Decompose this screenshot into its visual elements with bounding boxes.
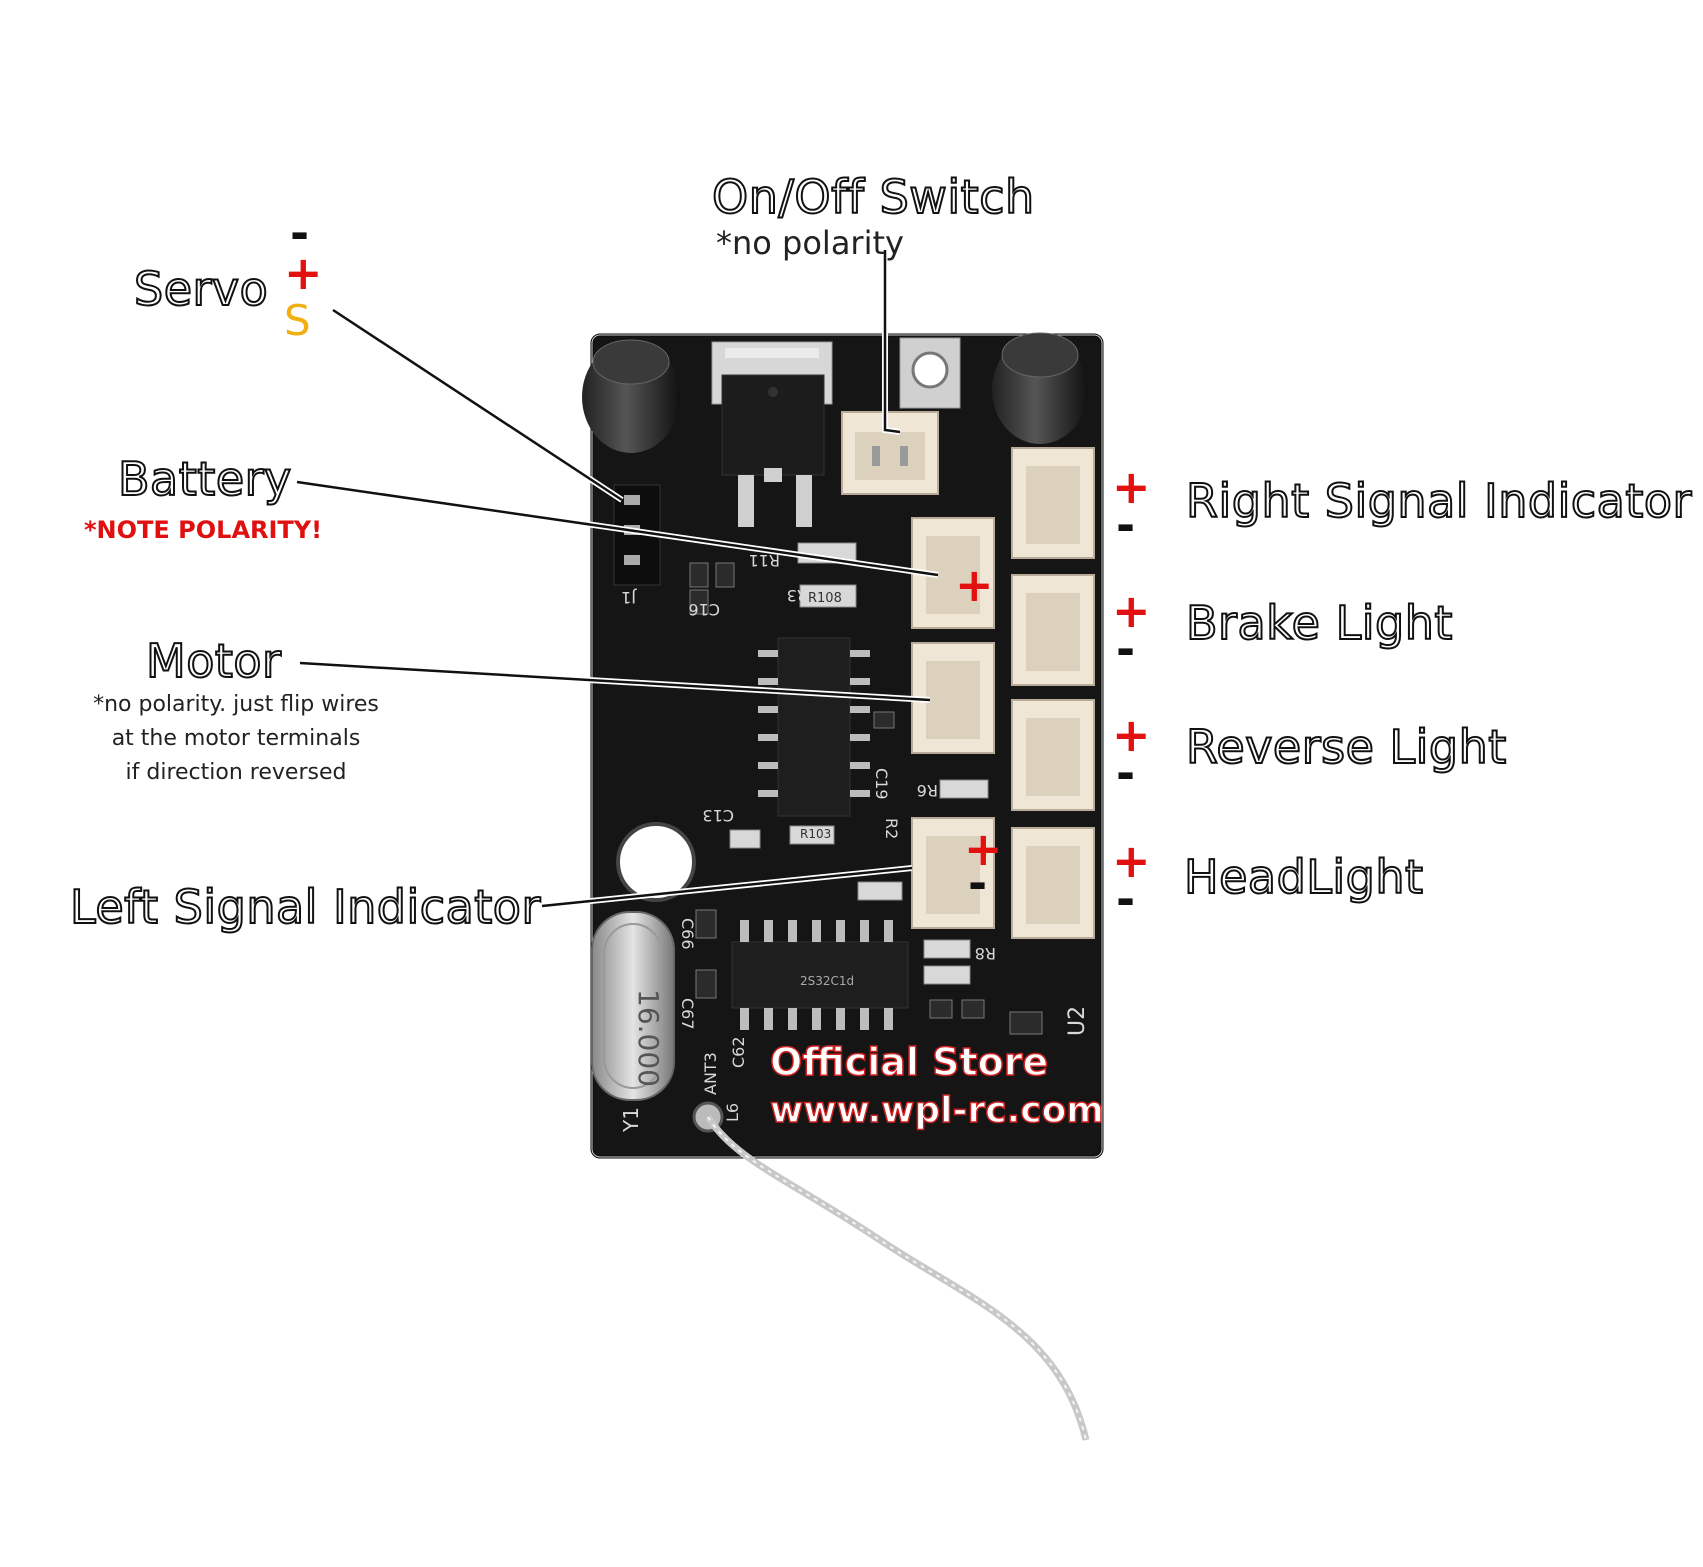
battery-warning: *NOTE POLARITY! [84, 516, 323, 544]
silk-u2: U2 [1065, 1006, 1090, 1036]
silk-r11: R11 [749, 551, 780, 570]
motor-label: Motor [145, 633, 282, 689]
battery-plus-symbol: + [955, 558, 994, 612]
silk-c16: C16 [688, 600, 720, 619]
left-signal-plus-symbol: + [964, 822, 1003, 876]
headlight-label: HeadLight [1183, 849, 1424, 905]
headlight-plus-symbol: + [1112, 834, 1151, 888]
crystal-oscillator [591, 911, 675, 1101]
silk-r103: R103 [800, 827, 831, 841]
servo-minus-symbol: - [290, 206, 310, 260]
reverse-light-label: Reverse Light [1185, 719, 1507, 775]
mounting-hole [616, 822, 696, 902]
silk-crystal: 16.000 [632, 989, 665, 1087]
servo-plus-symbol: + [284, 246, 323, 300]
silk-c66: C66 [678, 918, 697, 950]
silk-r8: R8 [975, 944, 996, 963]
motor-note-line1: *no polarity. just flip wires [93, 692, 379, 717]
silk-c13: C13 [702, 806, 734, 825]
reverse-plus-symbol: + [1112, 708, 1151, 762]
silk-r108: R108 [808, 591, 842, 606]
switch-note: *no polarity [716, 224, 904, 262]
switch-title: On/Off Switch [711, 169, 1035, 225]
reverse-minus-symbol: - [1116, 746, 1136, 800]
motor-note-line2: at the motor terminals [111, 726, 361, 751]
right-signal-plus-symbol: + [1112, 460, 1151, 514]
watermark-line2: www.wpl-rc.com [769, 1089, 1104, 1132]
battery-label: Battery [117, 451, 292, 507]
silk-j1: J1 [621, 588, 637, 607]
silk-l6: L6 [723, 1103, 742, 1122]
receiver-ic [731, 941, 909, 1009]
silk-c62: C62 [729, 1036, 748, 1068]
silk-c67: C67 [678, 998, 697, 1030]
motor-driver-ic [777, 637, 851, 817]
silk-ic: 2S32C1d [800, 974, 854, 988]
silk-r6: R6 [917, 781, 938, 800]
motor-note-line3: if direction reversed [125, 760, 347, 785]
watermark-line1: Official Store [769, 1039, 1049, 1085]
brake-minus-symbol: - [1116, 622, 1136, 676]
right-signal-label: Right Signal Indicator [1185, 473, 1692, 529]
left-signal-label: Left Signal Indicator [69, 879, 541, 935]
brake-light-label: Brake Light [1185, 595, 1453, 651]
left-signal-minus-symbol: - [968, 856, 988, 910]
servo-label: Servo [133, 261, 269, 317]
silk-ant3: ANT3 [701, 1052, 720, 1095]
silk-y1: Y1 [619, 1107, 643, 1133]
servo-signal-symbol: S [284, 296, 311, 345]
brake-plus-symbol: + [1112, 584, 1151, 638]
silk-r3: R3 [787, 586, 808, 605]
silk-c19: C19 [872, 768, 891, 800]
headlight-minus-symbol: - [1116, 872, 1136, 926]
right-signal-minus-symbol: - [1116, 498, 1136, 552]
silk-r2: R2 [882, 818, 901, 839]
